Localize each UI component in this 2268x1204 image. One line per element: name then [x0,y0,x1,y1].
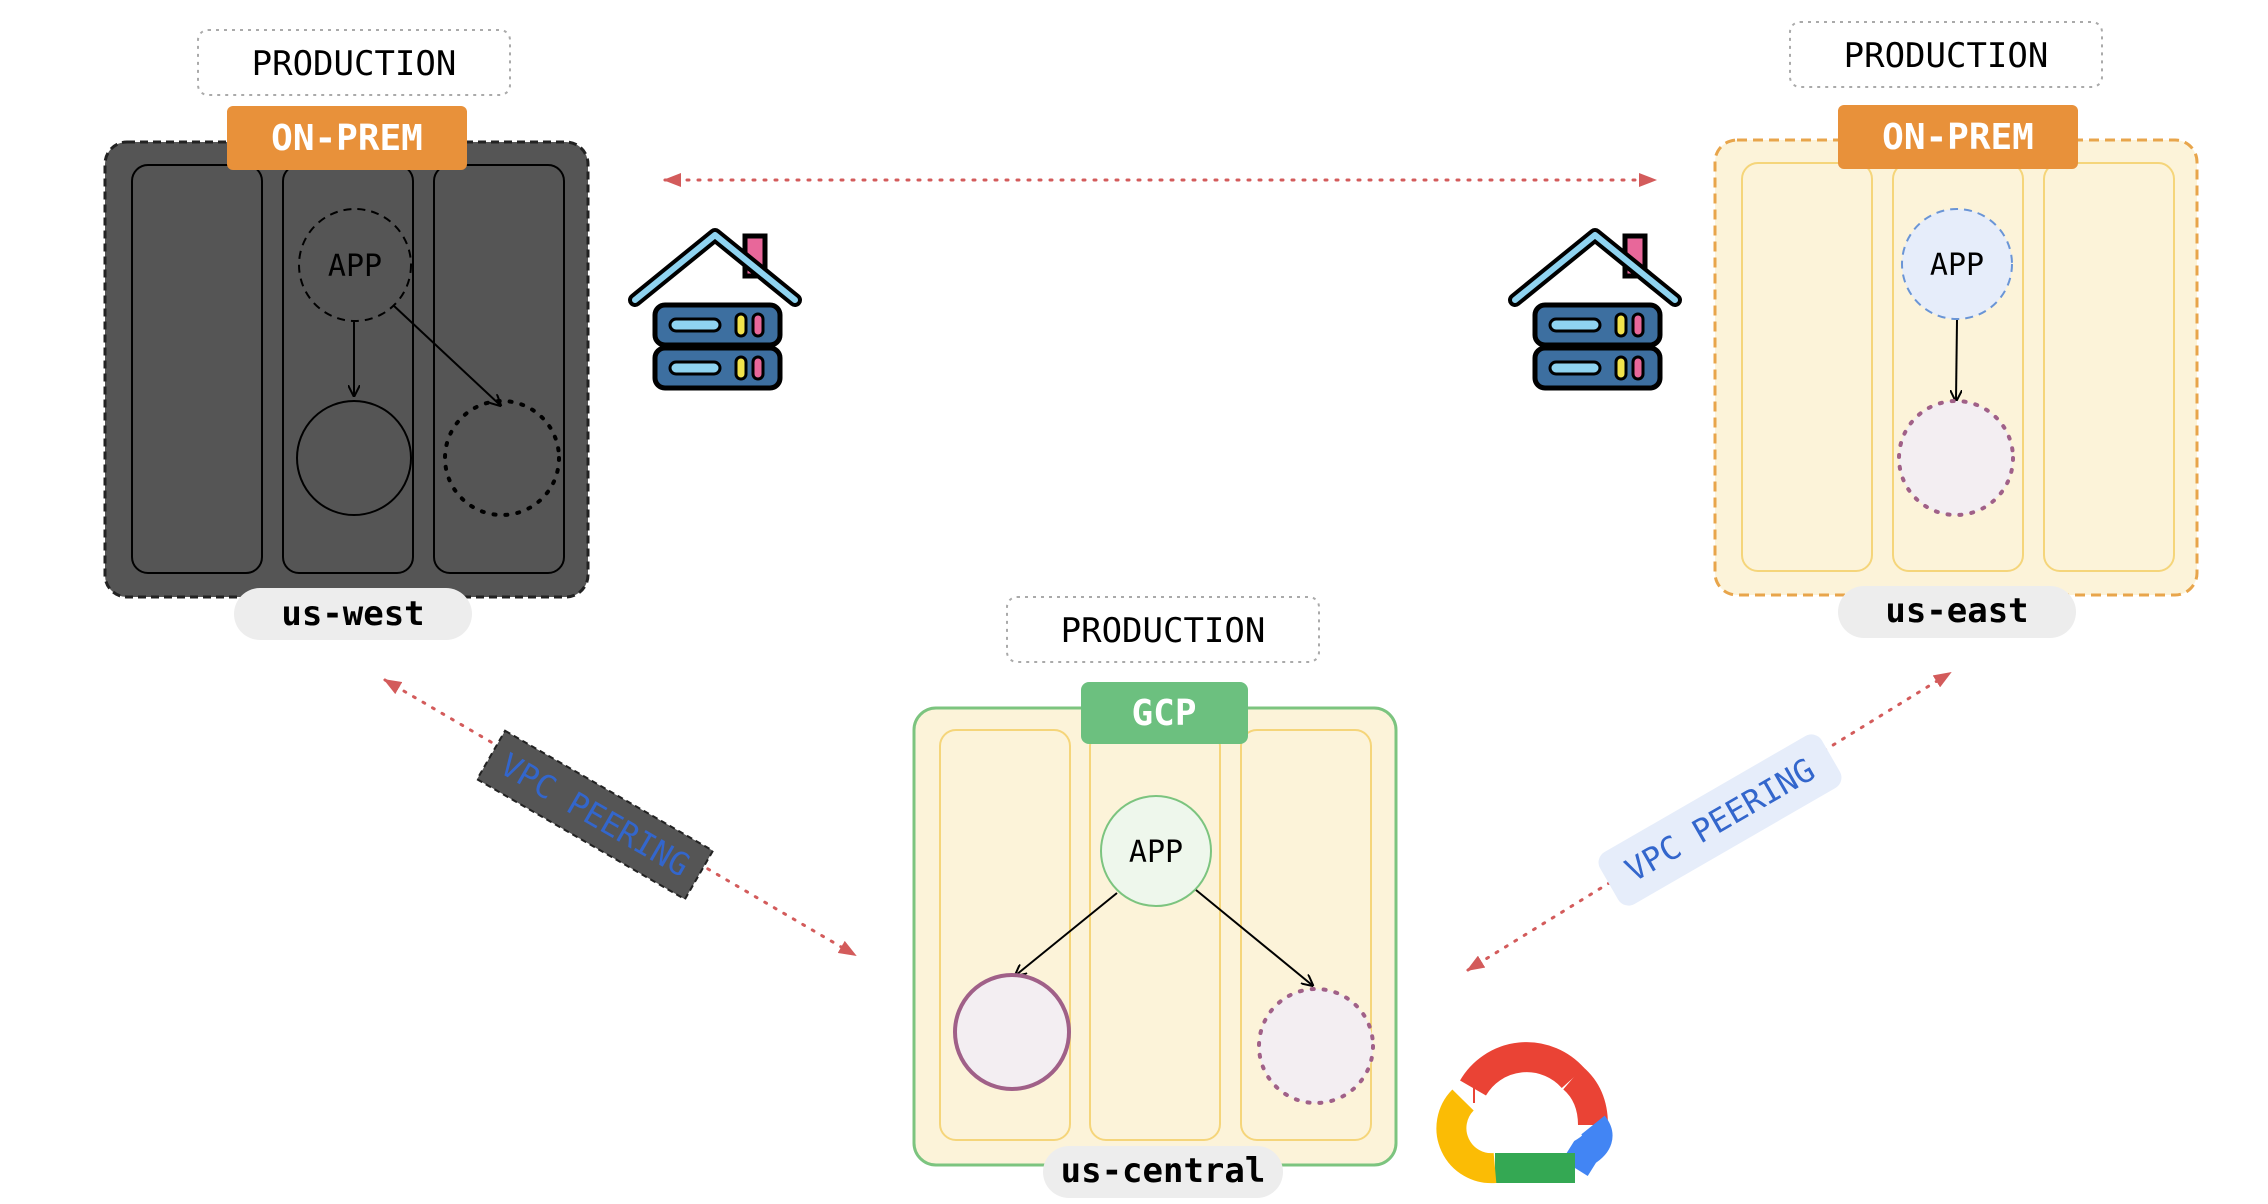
env-label-box [197,29,511,96]
app-node [1100,795,1212,907]
vpc-peering-text: VPC PEERING [494,746,697,885]
env-label: PRODUCTION [1844,36,2049,76]
onprem-badge [227,106,467,170]
arrow [392,304,500,405]
link-west-central [383,678,857,957]
pod-node [296,400,412,516]
env-label: PRODUCTION [252,44,457,84]
pod-node-pending [443,399,561,517]
cluster-us-west: PRODUCTION ON-PREM APP us-west [103,29,590,640]
google-cloud-logo-icon [1436,1042,1613,1184]
vpc-peering-label-east: VPC PEERING [1598,734,1842,906]
arrow [1016,892,1118,975]
link-central-east [1466,671,1952,972]
vpc-peering-label-west: VPC PEERING [475,729,715,901]
badge-text: GCP [1131,693,1196,734]
arrow [1956,319,1957,400]
env-label: PRODUCTION [1061,611,1266,651]
onprem-badge [1838,105,2078,169]
app-node [1901,208,2013,320]
app-label: APP [1129,835,1183,870]
cluster-us-east: PRODUCTION ON-PREM APP us-east [1713,21,2199,638]
pod-node [953,973,1071,1091]
region-label: us-west [281,594,424,634]
pod-node-pending [1897,399,2015,517]
app-label: APP [328,249,382,284]
region-pill [234,588,472,640]
zone-column [433,164,565,574]
region-pill [1838,586,2076,638]
vpc-peering-text: VPC PEERING [1619,751,1822,890]
gcp-badge [1081,682,1248,744]
cluster-us-central: PRODUCTION GCP APP us-central [912,596,1398,1198]
zone-column [939,729,1071,1141]
on-prem-server-house-icon [628,228,802,391]
arrow [1195,889,1312,985]
badge-text: ON-PREM [1882,117,2034,158]
app-node [298,208,412,322]
env-label-box [1789,21,2103,88]
zone-column [1741,162,1873,572]
region-label: us-east [1885,591,2028,631]
badge-text: ON-PREM [271,118,423,159]
zone-column [2043,162,2175,572]
zone-column [1240,729,1372,1141]
pod-node-pending [1257,987,1375,1105]
app-label: APP [1930,248,1984,283]
env-label-box [1006,596,1320,663]
region-label: us-central [1061,1151,1266,1191]
on-prem-server-house-icon [1508,228,1682,391]
zone-column [131,164,263,574]
region-pill [1043,1146,1283,1198]
